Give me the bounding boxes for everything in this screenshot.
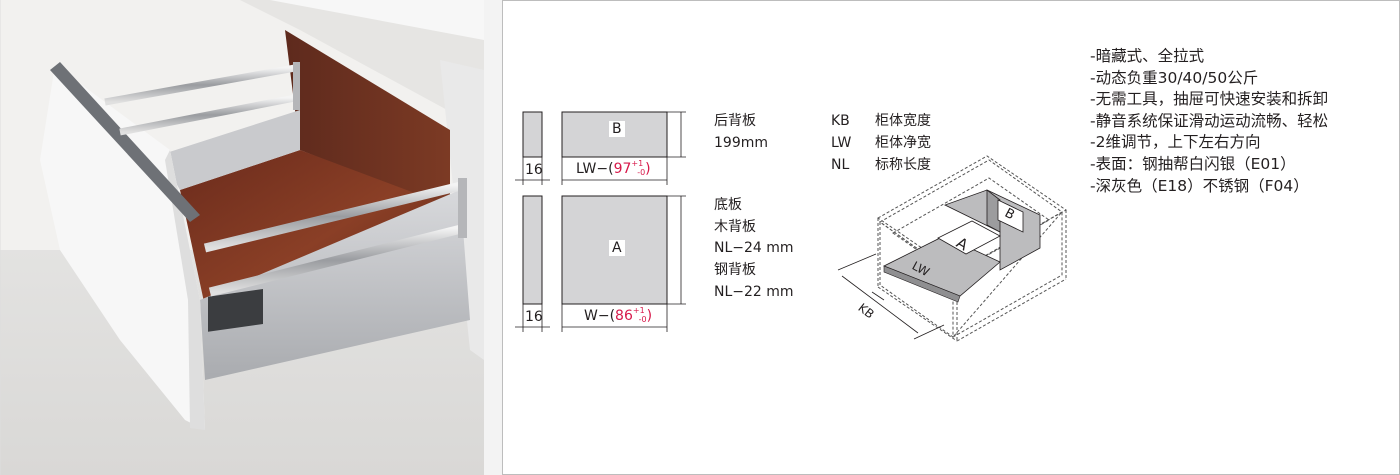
feature-item: -表面：钢抽帮白闪银（E01） — [1090, 154, 1296, 173]
panel-separator — [484, 0, 502, 475]
legend-abbr: NL — [831, 157, 850, 173]
bottom-width-formula: W−(86+1-0) — [584, 306, 653, 324]
legend-desc: 柜体宽度 — [875, 113, 931, 129]
legend-abbr: KB — [831, 113, 850, 129]
legend-desc: 标称长度 — [875, 157, 931, 173]
wood-back-label: 木背板 — [714, 219, 756, 235]
legend-desc: 柜体净宽 — [875, 135, 931, 151]
feature-item: -无需工具，抽屉可快速安装和拆卸 — [1090, 90, 1329, 109]
bottom-panel-label: 底板 — [714, 197, 742, 213]
bottom-side-profile — [522, 195, 543, 305]
bottom-panel-letter: A — [609, 240, 625, 256]
bottom-side-thickness: 16 — [525, 309, 543, 325]
rear-panel-letter: B — [609, 121, 625, 137]
rear-width-formula: LW−(97+1-0) — [576, 159, 651, 177]
rear-panel-label: 后背板 — [714, 113, 756, 129]
wood-back-value: NL−24 mm — [714, 240, 794, 256]
feature-item: -深灰色（E18）不锈钢（F04） — [1090, 176, 1309, 195]
rear-side-profile — [522, 111, 543, 158]
steel-back-label: 钢背板 — [714, 262, 756, 278]
feature-item: -动态负重30/40/50公斤 — [1090, 68, 1259, 87]
steel-back-value: NL−22 mm — [714, 284, 794, 300]
rear-panel-value: 199mm — [714, 135, 768, 151]
feature-item: -2维调节，上下左右方向 — [1090, 133, 1261, 152]
rear-side-thickness: 16 — [525, 162, 543, 178]
drawer-photo — [0, 0, 484, 475]
feature-item: -暗藏式、全拉式 — [1090, 47, 1205, 65]
feature-list: -暗藏式、全拉式 -动态负重30/40/50公斤 -无需工具，抽屉可快速安装和拆… — [1090, 46, 1328, 197]
legend-abbr: LW — [831, 135, 852, 151]
feature-item: -静音系统保证滑动运动流畅、轻松 — [1090, 111, 1329, 130]
